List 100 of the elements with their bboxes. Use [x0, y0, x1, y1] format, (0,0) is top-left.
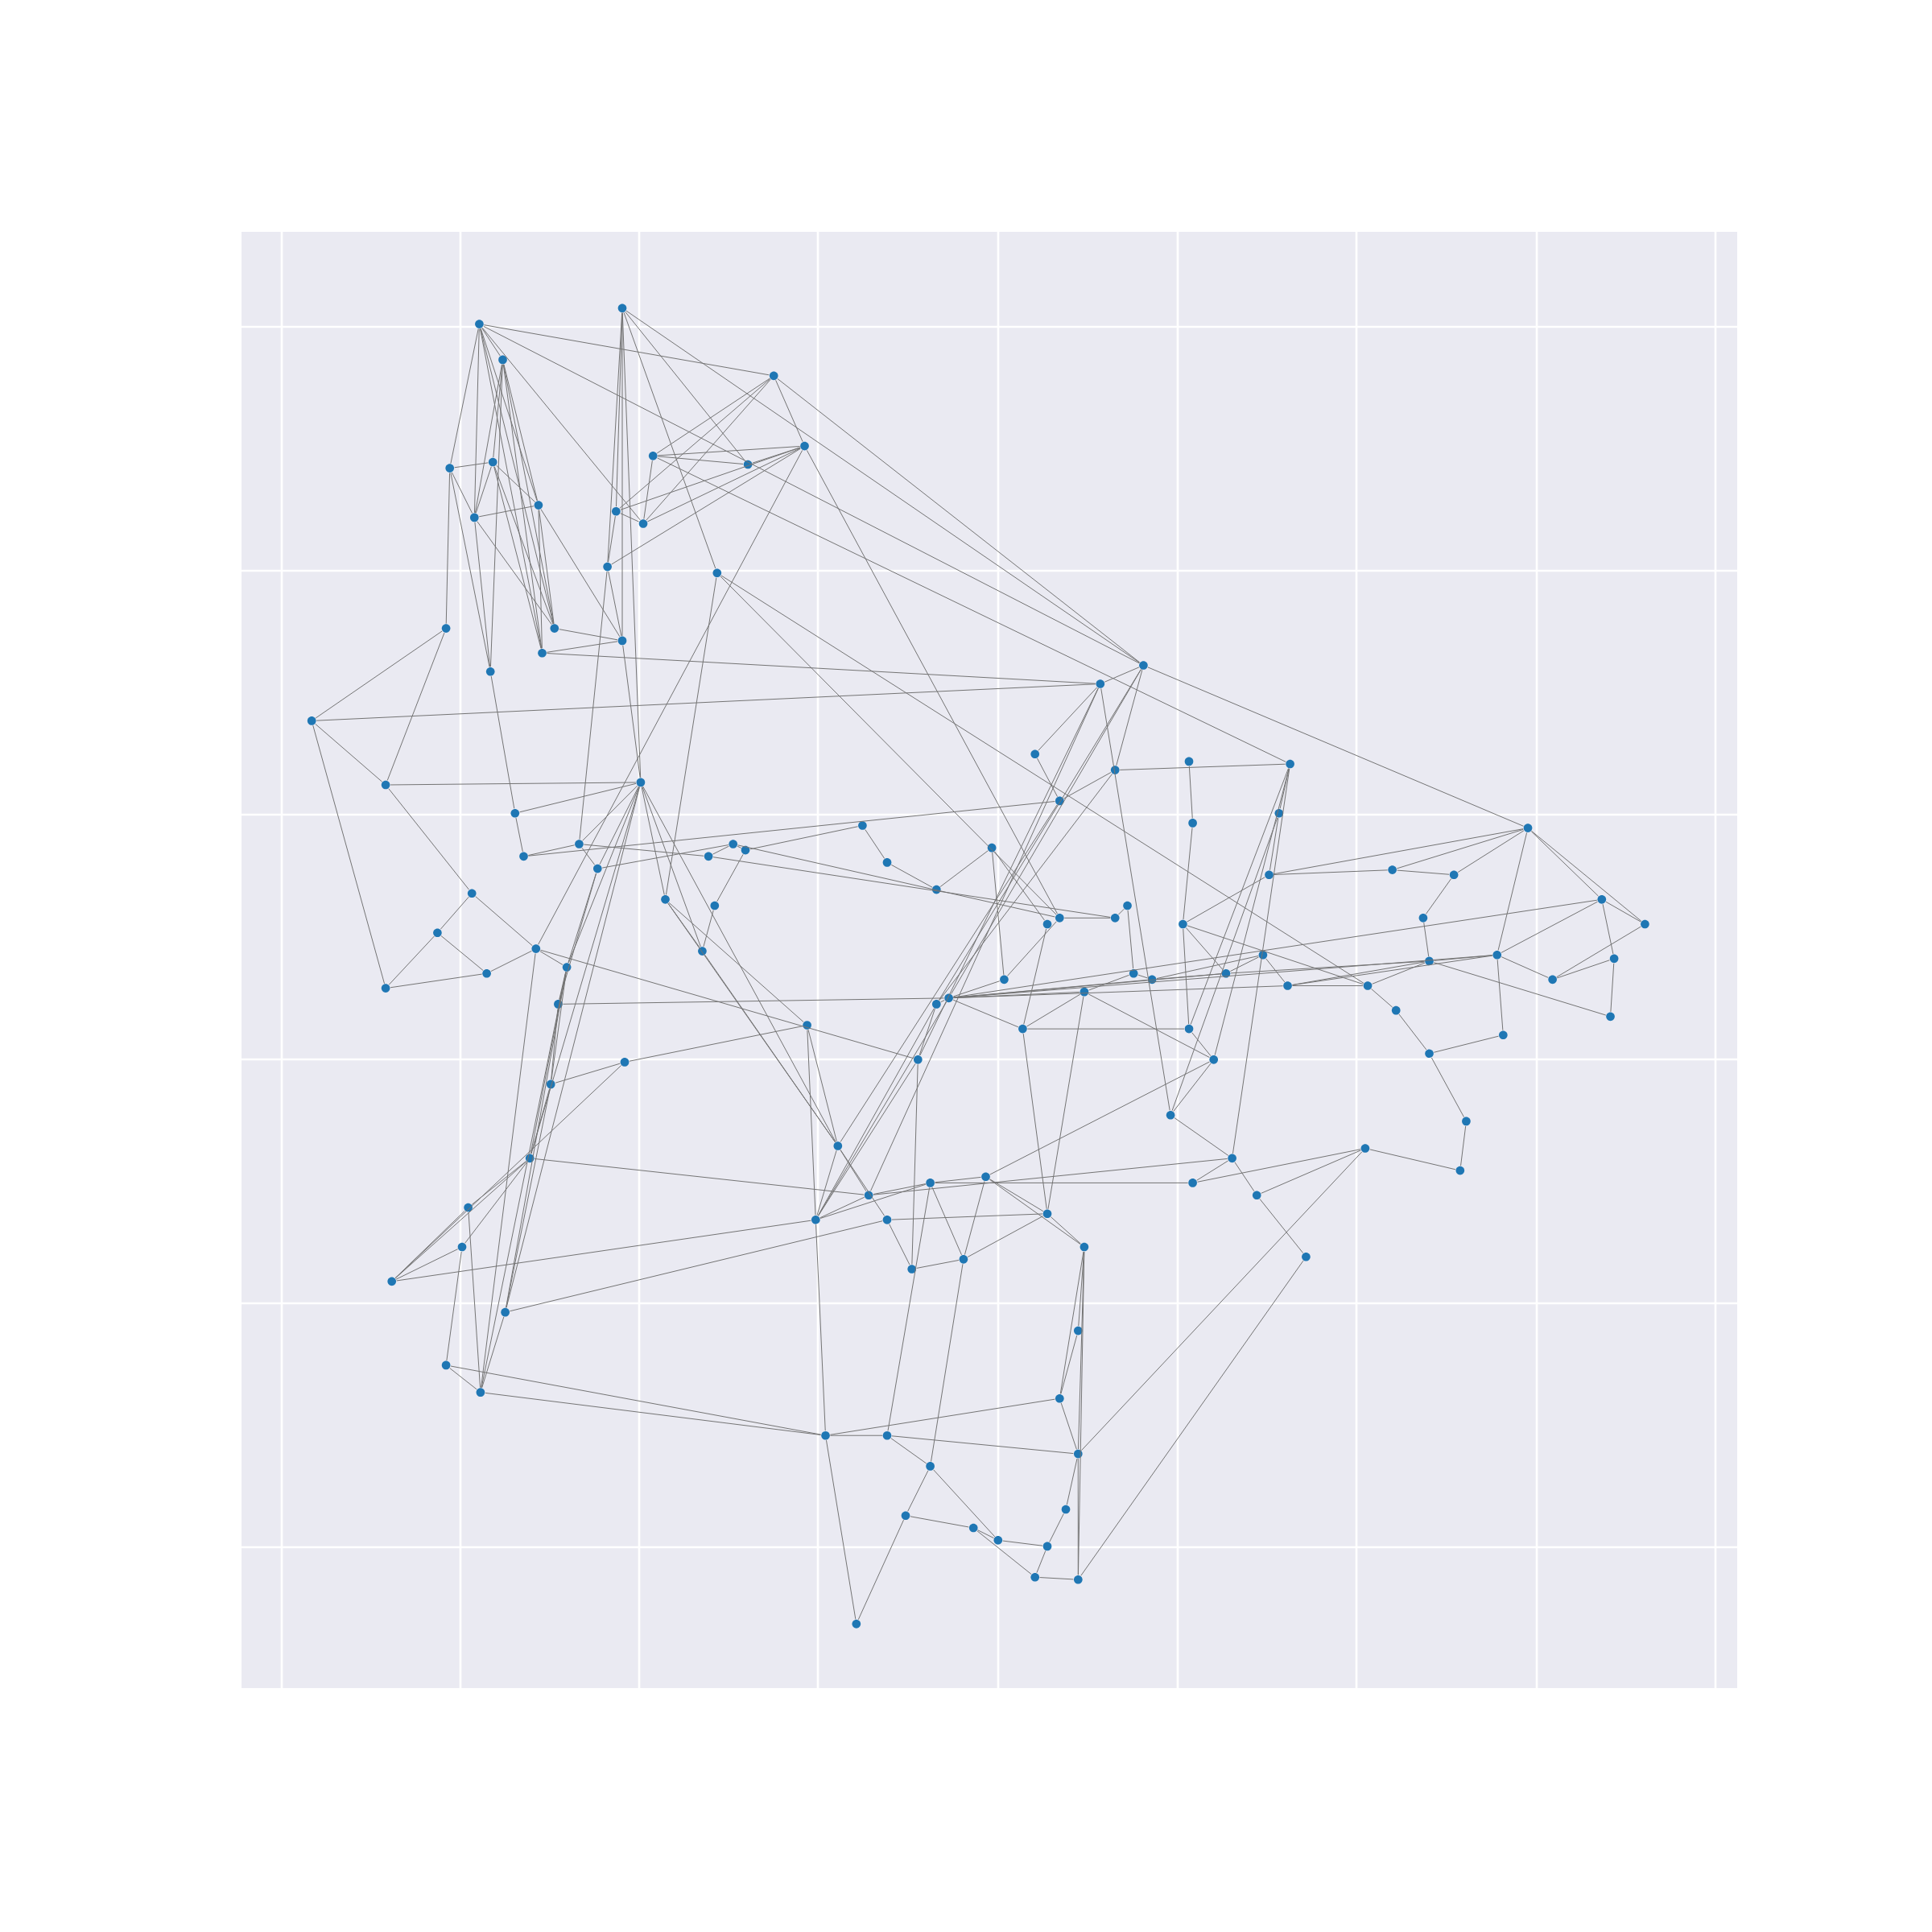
edge-line: [989, 1179, 1081, 1245]
graph-node: [485, 667, 495, 676]
edge-line: [656, 378, 770, 454]
edge-line: [890, 864, 933, 888]
edge-line: [579, 571, 608, 840]
edge-line: [481, 953, 536, 1389]
edge-line: [826, 1439, 857, 1620]
edge-line: [873, 1158, 1228, 1195]
edge-line: [919, 1008, 935, 1056]
graph-node: [882, 858, 892, 867]
edge-line: [1556, 960, 1610, 979]
graph-node: [467, 889, 477, 898]
edge-line: [1371, 988, 1393, 1008]
edge-line: [1196, 1160, 1228, 1181]
edge-line: [1156, 973, 1222, 980]
edge-line: [840, 804, 1058, 1142]
edge-line: [1501, 956, 1549, 978]
edge-line: [1531, 830, 1642, 922]
edge-line: [1137, 974, 1148, 979]
edge-line: [1291, 961, 1426, 985]
edge-line: [390, 973, 483, 989]
edge-line: [480, 328, 538, 502]
graph-node: [534, 501, 543, 510]
edge-line: [952, 999, 1019, 1028]
graph-node: [464, 1203, 473, 1212]
graph-node: [550, 624, 559, 633]
graph-node: [698, 947, 707, 956]
graph-node: [1074, 1575, 1083, 1584]
edge-line: [451, 472, 473, 514]
edge-line: [449, 1368, 477, 1390]
graph-node: [987, 843, 997, 852]
graph-node: [1061, 1505, 1071, 1514]
edge-line: [316, 683, 1096, 721]
edge-line: [910, 1516, 969, 1528]
graph-node: [811, 1216, 820, 1224]
edge-line: [665, 577, 717, 895]
graph-node: [457, 1242, 467, 1252]
edge-line: [890, 1438, 927, 1464]
edge-line: [546, 641, 618, 653]
edge-line: [555, 1063, 621, 1084]
graph-node: [519, 852, 528, 861]
edge-line: [481, 1316, 505, 1389]
graph-node: [307, 716, 316, 725]
edge-line: [621, 312, 642, 778]
edge-line: [720, 576, 1057, 915]
edge-line: [1191, 1032, 1212, 1057]
graph-node: [469, 513, 479, 522]
edge-line: [1100, 687, 1170, 1111]
edge-line: [712, 845, 729, 855]
edge-line: [515, 817, 523, 852]
edge-line: [1232, 768, 1290, 1154]
graph-node: [617, 303, 627, 313]
graph-node: [1499, 1030, 1508, 1040]
edge-line: [315, 630, 443, 719]
edge-line: [485, 1392, 822, 1435]
edge-line: [1457, 830, 1525, 873]
edge-line: [619, 378, 771, 509]
edge-line: [977, 1530, 994, 1539]
edge-line: [916, 1259, 960, 1269]
edge-line: [551, 971, 567, 1080]
edge-line: [989, 1179, 1044, 1212]
graph-node: [1147, 975, 1157, 985]
edge-line: [1605, 901, 1641, 923]
graph-node: [554, 1000, 563, 1009]
graph-node: [926, 1179, 935, 1187]
graph-node: [1425, 956, 1434, 966]
edge-line: [483, 324, 770, 376]
edge-line: [1197, 1149, 1361, 1183]
graph-node: [1265, 870, 1274, 880]
edge-line: [994, 851, 1045, 921]
graph-node: [1110, 914, 1120, 923]
graph-node: [445, 464, 455, 473]
edge-line: [1188, 766, 1193, 819]
edge-line: [1496, 959, 1504, 1031]
graph-node: [1184, 757, 1194, 766]
edge-line: [608, 515, 616, 563]
graph-node: [944, 993, 953, 1003]
edge-line: [1060, 1402, 1077, 1450]
graph-node: [932, 1000, 941, 1009]
graph-node: [712, 568, 722, 578]
edge-line: [528, 801, 1055, 857]
edge-line: [503, 364, 538, 502]
edge-line: [873, 1183, 927, 1195]
graph-node: [661, 895, 670, 904]
graph-node: [648, 452, 658, 460]
edge-line: [1088, 974, 1130, 991]
edge-line: [1425, 878, 1452, 914]
graph-node: [864, 1191, 873, 1200]
edge-line: [642, 786, 701, 947]
edge-line: [530, 1088, 551, 1154]
edge-line: [1117, 908, 1125, 915]
edge-line: [1066, 1458, 1078, 1505]
edge-line: [1269, 817, 1279, 871]
edge-line: [1063, 772, 1112, 799]
edge-line: [819, 1196, 865, 1219]
edge-line: [1050, 1216, 1081, 1245]
edge-line: [933, 1469, 996, 1538]
edge-line: [394, 1161, 527, 1279]
edge-line: [450, 473, 490, 667]
edge-line: [1265, 958, 1286, 983]
